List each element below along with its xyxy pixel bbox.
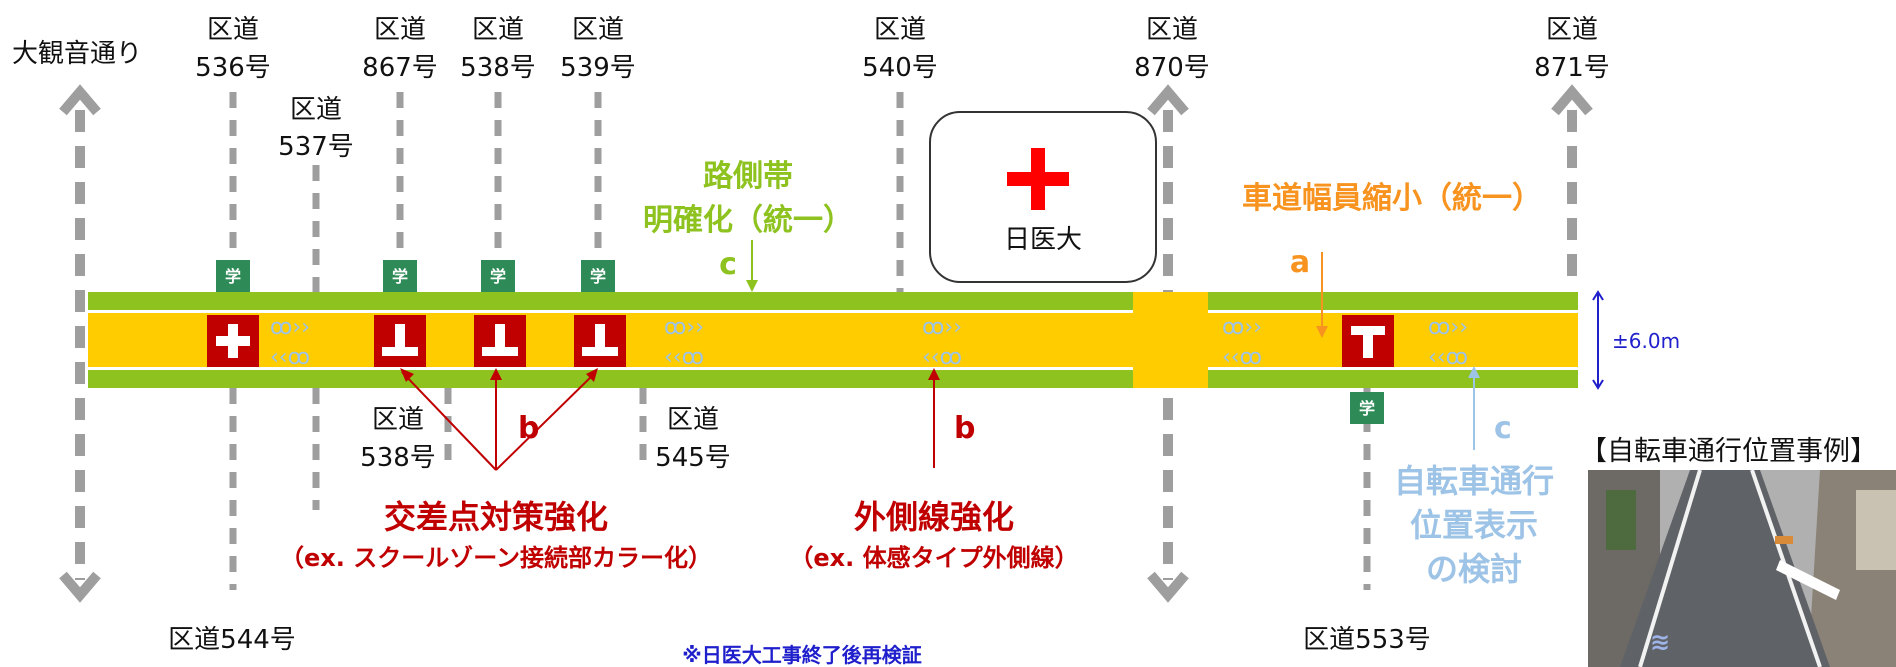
bicycle-example-photo: ≋ [1588, 469, 1896, 667]
svg-text:540号: 540号 [862, 53, 938, 83]
outer-line-arrow [928, 368, 940, 468]
svg-text:区道553号: 区道553号 [1303, 625, 1431, 655]
outer-title: 外側線強化 [854, 498, 1014, 536]
svg-text:‹‹ꝏ: ‹‹ꝏ [664, 345, 704, 370]
svg-text:536号: 536号 [195, 53, 271, 83]
intersection-marker-t [574, 315, 626, 367]
svg-text:区道: 区道 [874, 15, 926, 45]
svg-text:学: 学 [1359, 399, 1375, 418]
svg-text:545号: 545号 [655, 443, 731, 473]
main-road-label: 大観音通り [12, 39, 142, 69]
intersection-arrowheads [400, 368, 598, 382]
hospital-box: 日医大 [929, 111, 1157, 283]
svg-text:区道: 区道 [472, 15, 524, 45]
svg-text:871号: 871号 [1534, 53, 1610, 83]
intersection-marker-cross [207, 315, 259, 367]
svg-text:区道: 区道 [207, 15, 259, 45]
svg-text:区道: 区道 [667, 405, 719, 435]
svg-text:学: 学 [590, 267, 606, 286]
svg-text:区道: 区道 [372, 405, 424, 435]
bottom-road-labels: 区道 538号 区道 545号 区道544号 区道553号 [168, 405, 1431, 655]
svg-text:区道: 区道 [1146, 15, 1198, 45]
intersection-title: 交差点対策強化 [384, 498, 608, 536]
intersection-letter: b [518, 411, 539, 446]
svg-text:‹‹ꝏ: ‹‹ꝏ [1428, 345, 1468, 370]
intersection-marker-t-inverted [1342, 315, 1394, 367]
shoulder-note-line1: 路側帯 [703, 159, 793, 194]
intersection-sub: （ex. スクールゾーン接続部カラー化） [280, 544, 712, 572]
svg-text:537号: 537号 [278, 132, 354, 162]
intersection-marker-t [374, 315, 426, 367]
svg-text:ꝏ››: ꝏ›› [1428, 315, 1468, 340]
outer-sub: （ex. 体感タイプ外側線） [789, 544, 1078, 572]
bike-note-line2: 位置表示 [1410, 506, 1538, 544]
school-mark: 学 [581, 260, 615, 292]
top-road-labels: 区道 536号 区道 537号 区道 867号 区道 538号 区道 539号 … [195, 15, 1610, 162]
svg-text:ꝏ››: ꝏ›› [664, 315, 704, 340]
school-mark: 学 [216, 260, 250, 292]
bike-note-line1: 自転車通行 [1394, 462, 1554, 500]
bike-position-arrow [1468, 366, 1480, 450]
svg-text:538号: 538号 [460, 53, 536, 83]
width-label: ±6.0m [1612, 329, 1680, 353]
svg-text:‹‹ꝏ: ‹‹ꝏ [270, 345, 310, 370]
svg-text:870号: 870号 [1134, 53, 1210, 83]
svg-text:ꝏ››: ꝏ›› [922, 315, 962, 340]
shoulder-note-line2: 明確化（統一） [643, 203, 853, 238]
intersection-arrows [401, 371, 597, 471]
svg-text:学: 学 [490, 267, 506, 286]
svg-text:学: 学 [392, 267, 408, 286]
lane-arrow [1316, 252, 1328, 338]
footnote: ※日医大工事終了後再検証 [682, 643, 921, 667]
svg-text:‹‹ꝏ: ‹‹ꝏ [922, 345, 962, 370]
svg-text:区道: 区道 [572, 15, 624, 45]
bicycle-marks: ꝏ›› ‹‹ꝏ ꝏ›› ‹‹ꝏ ꝏ›› ‹‹ꝏ ꝏ›› ‹‹ꝏ ꝏ›› ‹‹ꝏ [270, 315, 1468, 370]
svg-text:≋: ≋ [1650, 628, 1670, 656]
svg-text:区道544号: 区道544号 [168, 625, 296, 655]
road-body [88, 292, 1578, 388]
svg-text:867号: 867号 [362, 53, 438, 83]
school-mark: 学 [481, 260, 515, 292]
svg-text:学: 学 [225, 267, 241, 286]
lane-reduce-note: 車道幅員縮小（統一） [1242, 181, 1542, 216]
lane-letter: a [1290, 245, 1310, 280]
shoulder-arrow [746, 240, 758, 292]
svg-text:ꝏ››: ꝏ›› [1222, 315, 1262, 340]
width-dimension [1592, 290, 1604, 390]
intersection-marker-t [474, 315, 526, 367]
shoulder-letter: c [719, 247, 737, 282]
photo-title: 【自転車通行位置事例】 [1580, 436, 1877, 467]
outer-letter: b [954, 411, 975, 446]
svg-text:区道: 区道 [1546, 15, 1598, 45]
svg-text:区道: 区道 [374, 15, 426, 45]
school-mark: 学 [383, 260, 417, 292]
svg-text:538号: 538号 [360, 443, 436, 473]
svg-text:‹‹ꝏ: ‹‹ꝏ [1222, 345, 1262, 370]
svg-text:区道: 区道 [290, 95, 342, 125]
bike-note-line3: の検討 [1426, 550, 1522, 588]
svg-text:ꝏ››: ꝏ›› [270, 315, 310, 340]
school-mark: 学 [1350, 392, 1384, 424]
svg-text:539号: 539号 [560, 53, 636, 83]
hospital-label: 日医大 [1004, 225, 1082, 255]
bike-letter: c [1494, 411, 1512, 446]
